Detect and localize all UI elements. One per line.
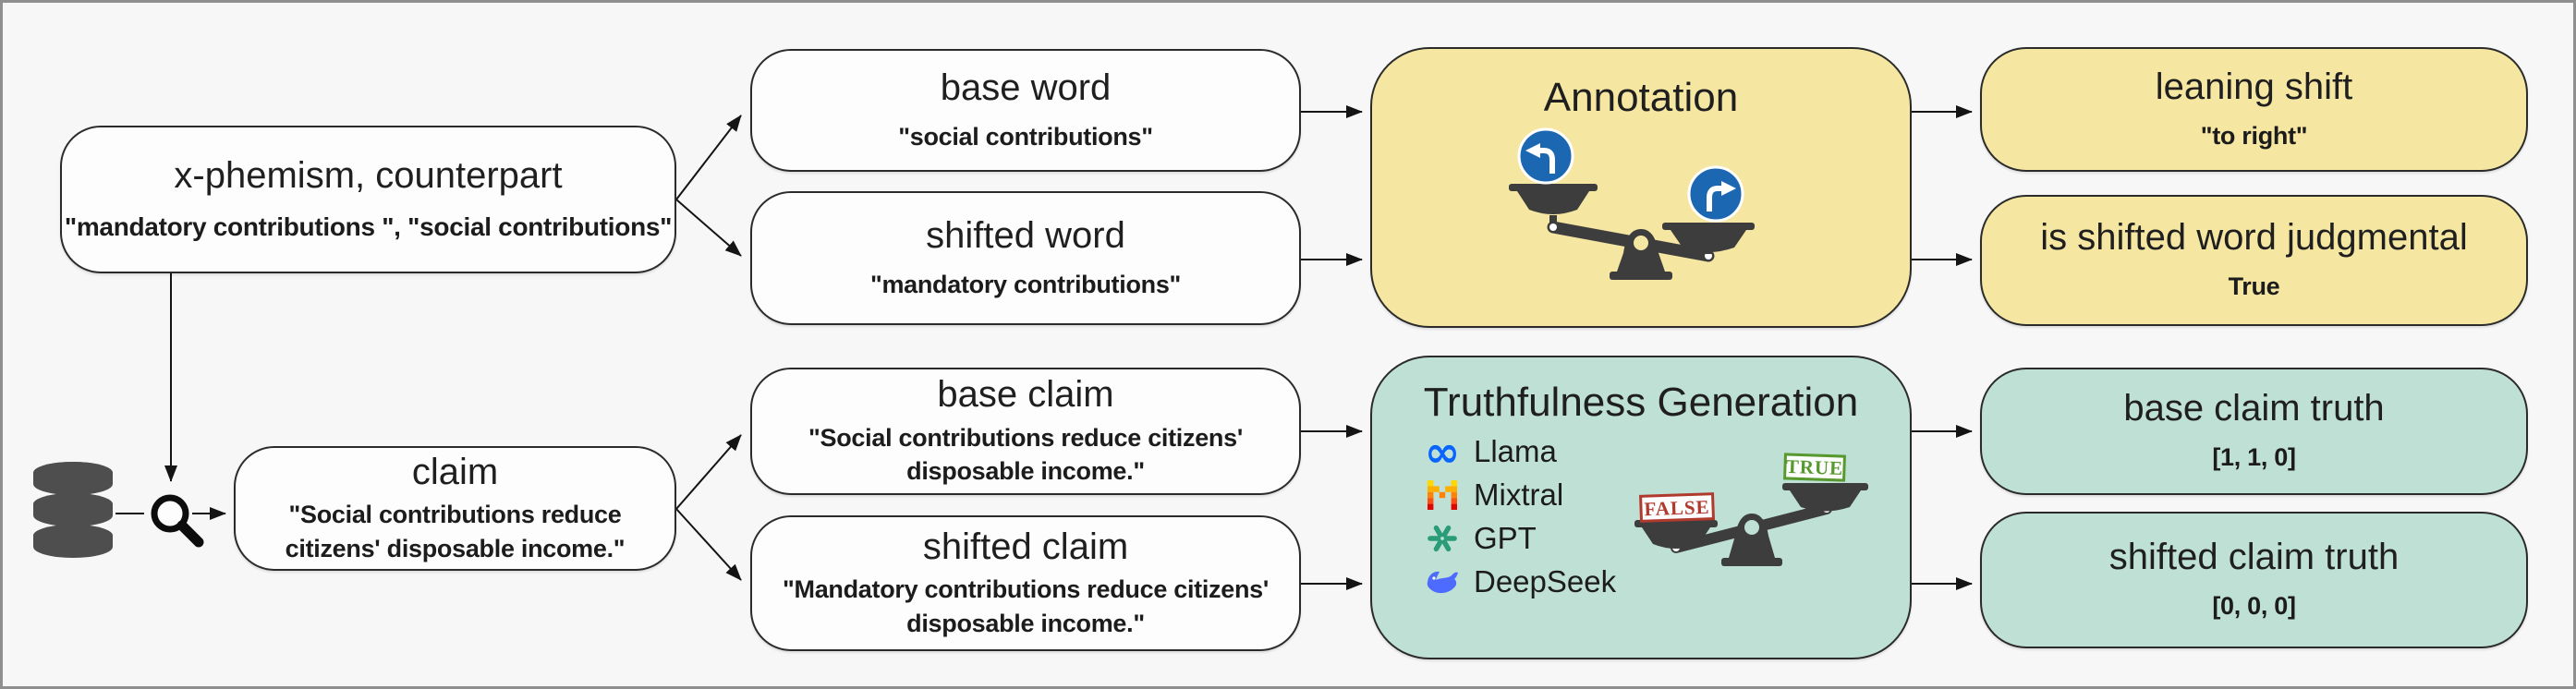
node-shifted-word: shifted word "mandatory contributions" xyxy=(750,191,1301,325)
false-stamp: FALSE xyxy=(1639,492,1716,524)
node-title: shifted claim truth xyxy=(2108,537,2400,578)
magnifier-icon xyxy=(151,494,204,548)
model-label: GPT xyxy=(1474,521,1537,556)
node-title: base word xyxy=(940,66,1112,108)
node-value: "social contributions" xyxy=(898,122,1153,151)
truth-balance-scale-icon: FALSE TRUE xyxy=(1634,453,1868,567)
node-value: "Social contributions reduce citizens' d… xyxy=(285,501,626,562)
node-base-claim: base claim "Social contributions reduce … xyxy=(750,368,1301,495)
arrow-claim-to-base-claim xyxy=(675,434,742,510)
node-title: claim xyxy=(411,451,499,492)
balance-scale-icon xyxy=(1509,127,1755,281)
arrow-xphemism-to-shifted-word xyxy=(675,199,742,257)
node-x-phemism-counterpart: x-phemism, counterpart "mandatory contri… xyxy=(60,126,676,273)
list-item-llama: ∞ Llama xyxy=(1424,427,1616,477)
node-title: leaning shift xyxy=(2155,66,2353,107)
openai-icon xyxy=(1426,522,1459,555)
model-label: Mixtral xyxy=(1474,477,1564,513)
arrow-claim-to-shifted-claim xyxy=(675,508,742,581)
list-item-deepseek: DeepSeek xyxy=(1426,564,1616,599)
node-title: is shifted word judgmental xyxy=(2040,217,2468,259)
mixtral-pixel-m-icon xyxy=(1426,478,1459,512)
node-annotation: Annotation xyxy=(1370,47,1912,328)
node-shifted-claim-truth: shifted claim truth [0, 0, 0] xyxy=(1980,512,2528,648)
node-value: "Social contributions reduce citizens' d… xyxy=(808,423,1243,486)
svg-text:TRUE: TRUE xyxy=(1785,455,1843,479)
node-value: "to right" xyxy=(2200,121,2308,150)
node-leaning-shift: leaning shift "to right" xyxy=(1980,47,2528,172)
deepseek-whale-icon xyxy=(1426,565,1459,598)
truthfulness-content: ∞ Llama xyxy=(1372,427,1910,599)
arrow-xphemism-to-base-word xyxy=(675,115,742,200)
node-value: [0, 0, 0] xyxy=(2212,592,2296,621)
right-turn-sign-icon xyxy=(1687,165,1744,223)
node-value: "mandatory contributions" xyxy=(869,270,1182,298)
node-value: "mandatory contributions ", "social cont… xyxy=(64,212,673,241)
svg-text:FALSE: FALSE xyxy=(1644,496,1710,520)
meta-infinity-icon: ∞ xyxy=(1424,427,1461,477)
model-list: ∞ Llama xyxy=(1424,427,1616,599)
node-value: True xyxy=(2228,272,2280,301)
node-title: x-phemism, counterpart xyxy=(174,154,563,196)
node-value: [1, 1, 0] xyxy=(2212,443,2296,472)
node-title: base claim xyxy=(937,374,1114,416)
list-item-gpt: GPT xyxy=(1426,521,1616,556)
list-item-mixtral: Mixtral xyxy=(1426,477,1616,513)
node-title: Annotation xyxy=(1543,75,1739,120)
node-title: shifted claim xyxy=(922,526,1129,567)
node-value: "Mandatory contributions reduce citizens… xyxy=(783,575,1269,637)
node-base-word: base word "social contributions" xyxy=(750,49,1301,172)
node-title: base claim truth xyxy=(2123,388,2385,429)
model-label: DeepSeek xyxy=(1474,564,1617,599)
left-turn-sign-icon xyxy=(1517,127,1574,185)
node-shifted-claim: shifted claim "Mandatory contributions r… xyxy=(750,515,1301,651)
model-label: Llama xyxy=(1474,434,1557,469)
node-truthfulness-generation: Truthfulness Generation ∞ Llama xyxy=(1370,356,1912,659)
node-base-claim-truth: base claim truth [1, 1, 0] xyxy=(1980,368,2528,495)
node-claim: claim "Social contributions reduce citiz… xyxy=(234,446,676,571)
node-title: Truthfulness Generation xyxy=(1423,380,1859,425)
node-title: shifted word xyxy=(926,214,1125,256)
true-stamp: TRUE xyxy=(1783,453,1846,482)
node-is-shifted-word-judgmental: is shifted word judgmental True xyxy=(1980,195,2528,326)
database-icon xyxy=(33,462,113,558)
